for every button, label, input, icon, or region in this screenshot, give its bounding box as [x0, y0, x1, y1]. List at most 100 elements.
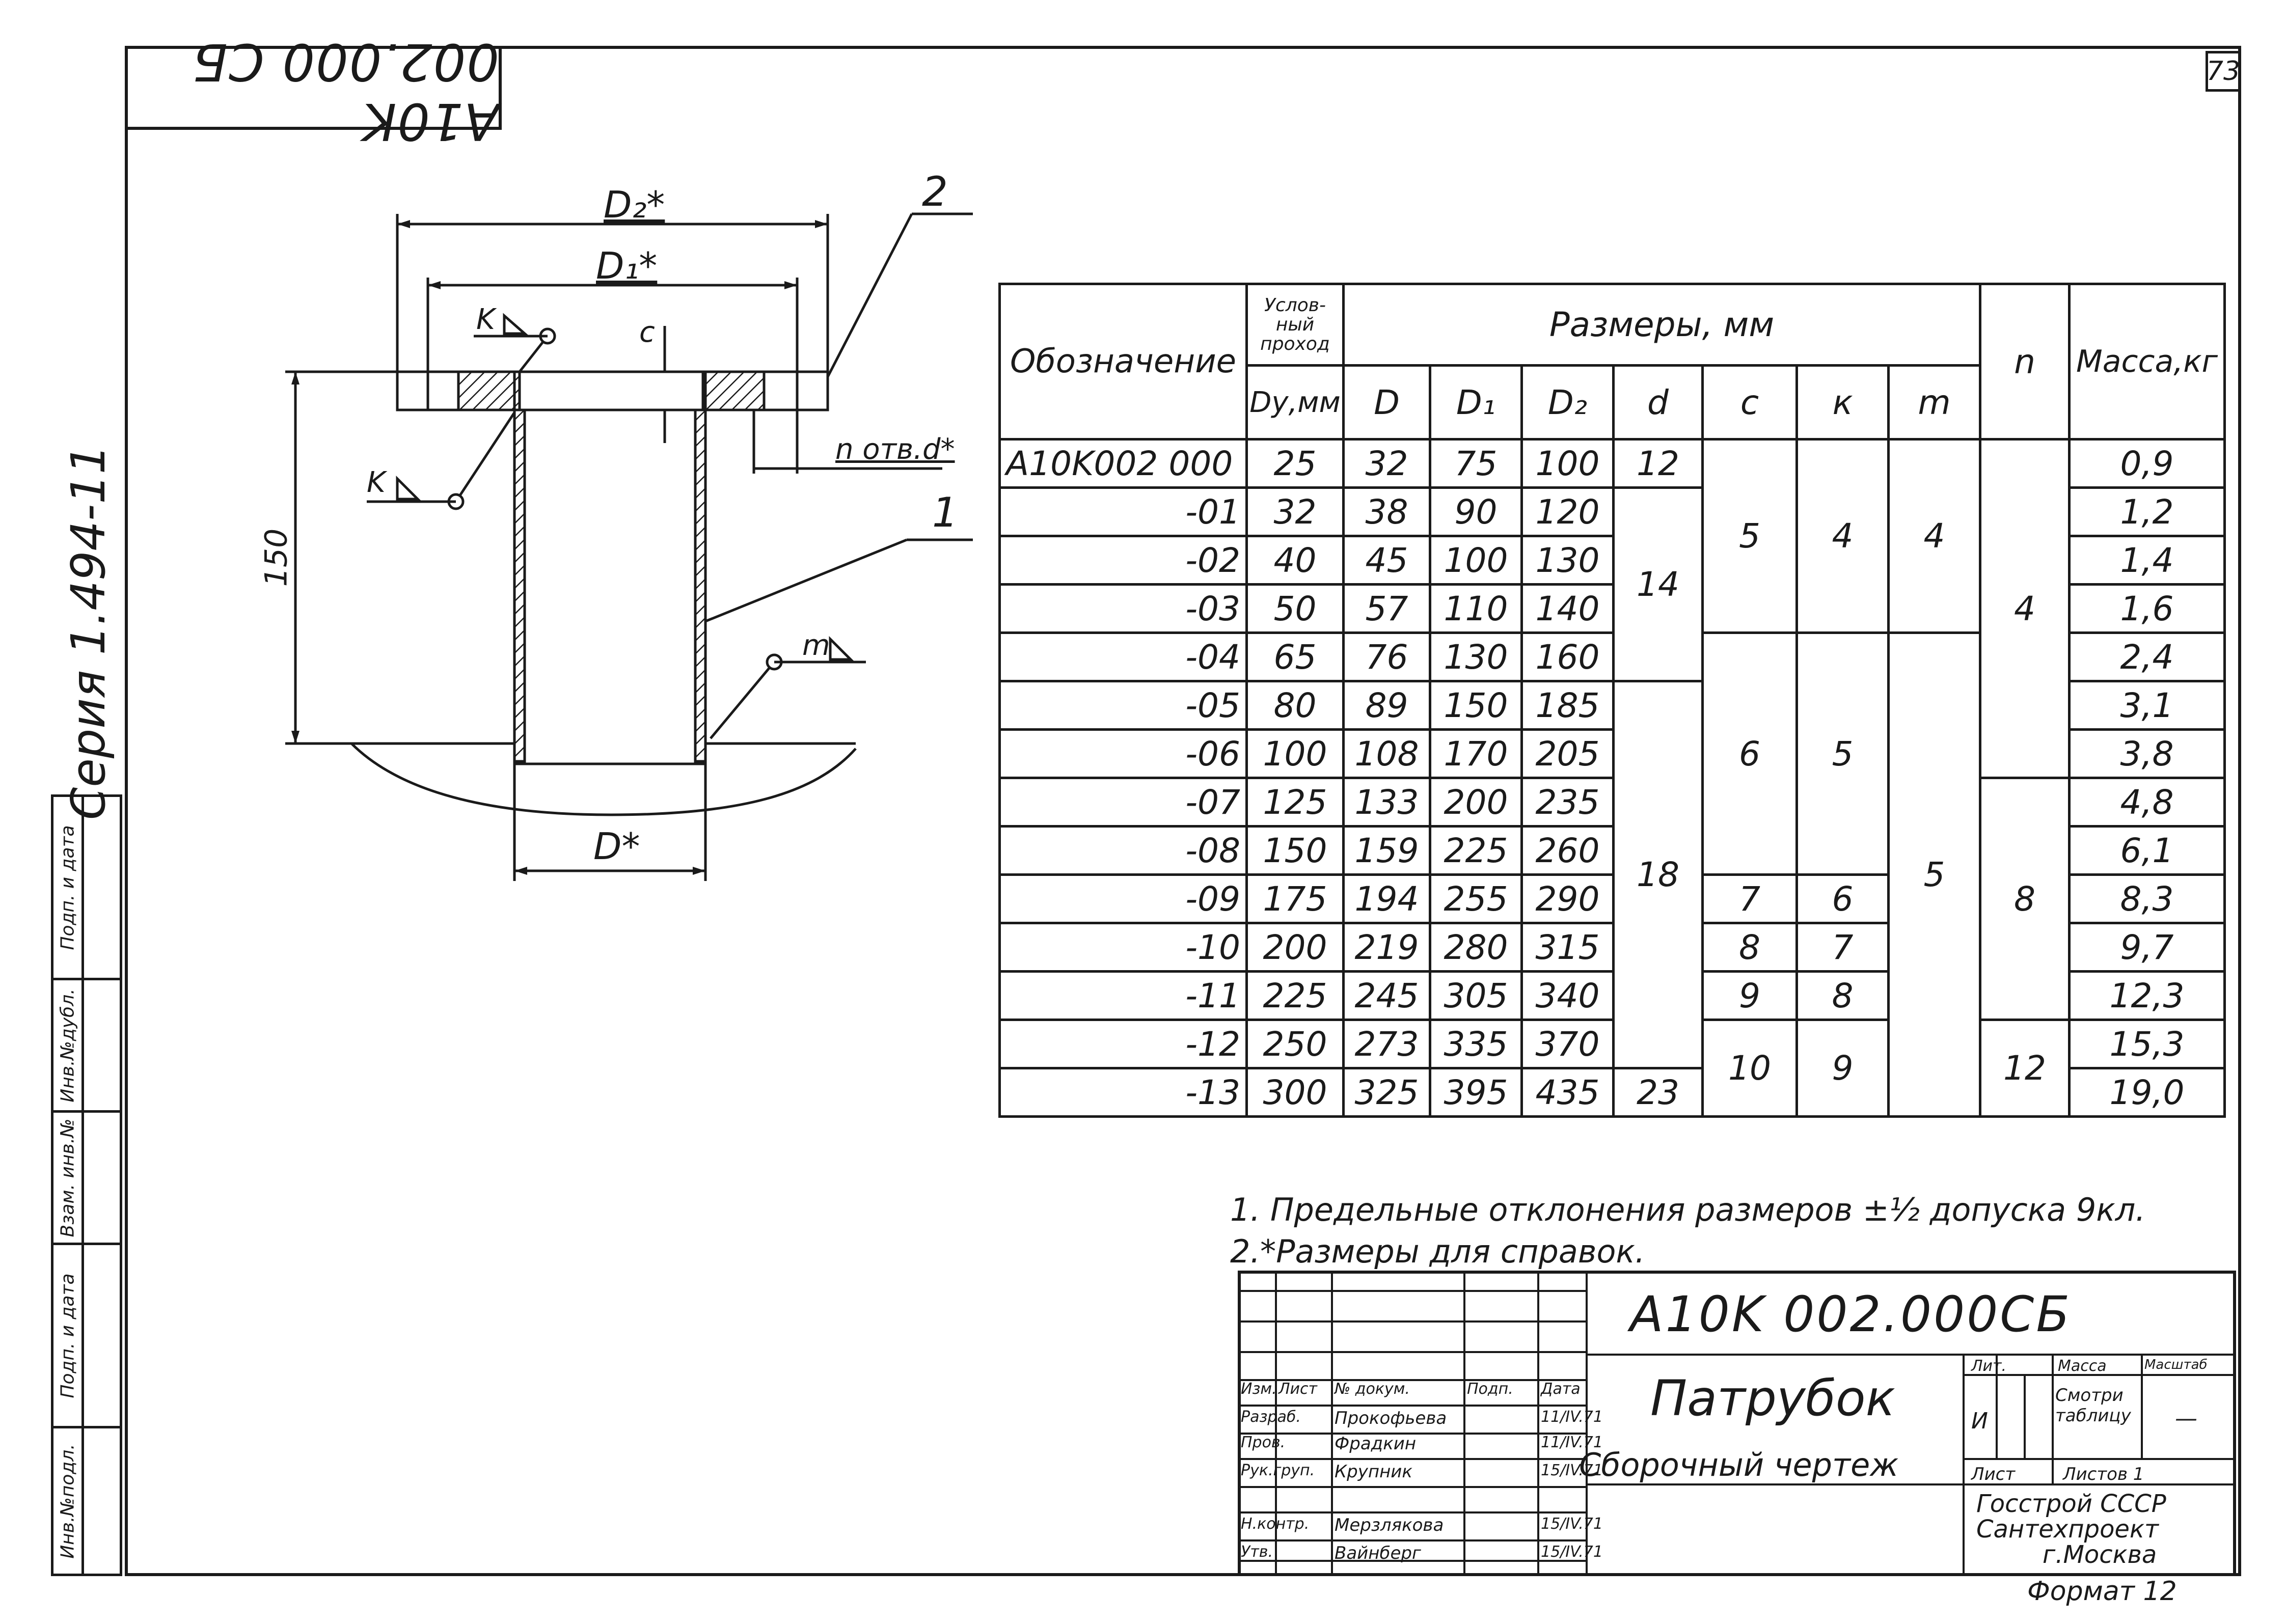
cell-designation: A10K002 000 — [998, 438, 1248, 489]
cell-D2: 370 — [1520, 1019, 1615, 1069]
cell-D2: 340 — [1520, 970, 1615, 1021]
tb-role-name: Вайнберг — [1335, 1543, 1421, 1563]
callout-1: 1 — [932, 489, 958, 536]
title-block-grid — [1238, 1271, 2236, 1576]
cell-D1: 200 — [1429, 777, 1523, 828]
tb-header-izm: Изм. — [1241, 1380, 1277, 1398]
cell-m: 4 — [1887, 438, 1981, 634]
cell-designation: -05 — [998, 680, 1248, 731]
cell-designation: -03 — [998, 583, 1248, 634]
callout-2: 2 — [922, 168, 948, 215]
cell-D2: 260 — [1520, 825, 1615, 876]
flange-section-left — [457, 370, 521, 411]
cell-D2: 315 — [1520, 922, 1615, 973]
col-k: к — [1795, 364, 1890, 441]
cell-mass: 1,2 — [2068, 486, 2226, 537]
tb-role-name: Фрадкин — [1335, 1434, 1417, 1454]
table-row: -10 200 219 280 315 8 7 9,7 — [998, 922, 2226, 973]
tb-header-sign: Подп. — [1467, 1380, 1513, 1398]
tb-role-date: 15/IV.71 — [1541, 1543, 1603, 1561]
table-row: -09 175 194 255 290 7 6 8,3 — [998, 873, 2226, 924]
cell-D1: 90 — [1429, 486, 1523, 537]
cell-n: 4 — [1979, 438, 2071, 779]
scale-value: — — [2175, 1406, 2197, 1432]
lit-label: Лит. — [1971, 1357, 2007, 1375]
stamp-box — [127, 48, 502, 130]
cell-m: 5 — [1887, 631, 1981, 1118]
col-c: c — [1701, 364, 1798, 441]
cell-dy: 175 — [1245, 873, 1345, 924]
d2-label: D₂* — [604, 183, 665, 226]
cell-D: 194 — [1342, 873, 1431, 924]
cell-dy: 32 — [1245, 486, 1345, 537]
tb-header-doc: № докум. — [1335, 1380, 1410, 1398]
cell-D2: 435 — [1520, 1067, 1615, 1118]
org-line-2: Сантехпроект — [1976, 1515, 2159, 1544]
cell-D1: 280 — [1429, 922, 1523, 973]
cell-designation: -09 — [998, 873, 1248, 924]
nozzle-drawing — [285, 212, 973, 881]
cell-D: 45 — [1342, 535, 1431, 586]
note-2: 2.*Размеры для справок. — [1230, 1233, 1645, 1270]
cell-dy: 200 — [1245, 922, 1345, 973]
tb-role: Утв. — [1241, 1543, 1273, 1561]
sheet-number: 73 — [2206, 51, 2241, 92]
cell-designation: -02 — [998, 535, 1248, 586]
cell-D: 32 — [1342, 438, 1431, 489]
table-row: -06 100 108 170 205 3,8 — [998, 728, 2226, 779]
tb-role: Рук.груп. — [1241, 1462, 1315, 1479]
cell-designation: -10 — [998, 922, 1248, 973]
cell-c: 7 — [1701, 873, 1798, 924]
cell-dy: 65 — [1245, 631, 1345, 682]
cell-mass: 9,7 — [2068, 922, 2226, 973]
weld-k-left-label: K — [367, 466, 386, 499]
cell-D: 245 — [1342, 970, 1431, 1021]
col-d: d — [1612, 364, 1704, 441]
tb-role-date: 11/IV.71 — [1541, 1408, 1603, 1426]
cell-D: 159 — [1342, 825, 1431, 876]
weld-k-top-label: K — [476, 303, 495, 336]
cell-mass: 4,8 — [2068, 777, 2226, 828]
cell-designation: -13 — [998, 1067, 1248, 1118]
cell-D1: 150 — [1429, 680, 1523, 731]
cell-designation: -11 — [998, 970, 1248, 1021]
strip-label: Инв.№подл. — [57, 1443, 78, 1559]
cell-dy: 125 — [1245, 777, 1345, 828]
cell-c: 6 — [1701, 631, 1798, 876]
cell-designation: -07 — [998, 777, 1248, 828]
cell-D1: 130 — [1429, 631, 1523, 682]
cell-k: 9 — [1795, 1019, 1890, 1118]
table-row: -01 32 38 90 120 14 1,2 — [998, 486, 2226, 682]
table-row: -05 80 89 150 185 18 3,1 — [998, 680, 2226, 1069]
col-dy: Dу,мм — [1245, 364, 1345, 441]
d-label: D* — [593, 825, 640, 868]
cell-D2: 235 — [1520, 777, 1615, 828]
table-row: A10K002 000 25 32 75 100 12 5 4 4 4 0,9 — [998, 438, 2226, 779]
lit-value: И — [1971, 1408, 1988, 1434]
cell-D1: 100 — [1429, 535, 1523, 586]
mass-label: Масса — [2058, 1357, 2107, 1375]
cell-d: 23 — [1612, 1067, 1704, 1118]
tb-role-date: 15/IV.71 — [1541, 1462, 1603, 1479]
tb-role-date: 15/IV.71 — [1541, 1515, 1603, 1533]
cell-designation: -06 — [998, 728, 1248, 779]
cell-D2: 160 — [1520, 631, 1615, 682]
tb-role: Н.контр. — [1241, 1515, 1310, 1533]
binding-strip: Подп. и дата Инв.№дубл. Взам. инв.№ Подп… — [51, 794, 122, 1576]
tb-header-date: Дата — [1541, 1380, 1581, 1398]
tb-role: Пров. — [1241, 1434, 1286, 1451]
cell-mass: 8,3 — [2068, 873, 2226, 924]
cell-mass: 15,3 — [2068, 1019, 2226, 1069]
cell-D1: 170 — [1429, 728, 1523, 779]
cell-D1: 110 — [1429, 583, 1523, 634]
cell-designation: -08 — [998, 825, 1248, 876]
cell-D: 325 — [1342, 1067, 1431, 1118]
cell-D: 219 — [1342, 922, 1431, 973]
cell-D2: 120 — [1520, 486, 1615, 537]
col-D1: D₁ — [1429, 364, 1523, 441]
cell-c: 5 — [1701, 438, 1798, 634]
col-m: m — [1887, 364, 1981, 441]
cell-dy: 100 — [1245, 728, 1345, 779]
d1-label: D₁* — [596, 244, 658, 287]
table-row: -13 300 325 395 435 23 19,0 — [998, 1067, 2226, 1118]
